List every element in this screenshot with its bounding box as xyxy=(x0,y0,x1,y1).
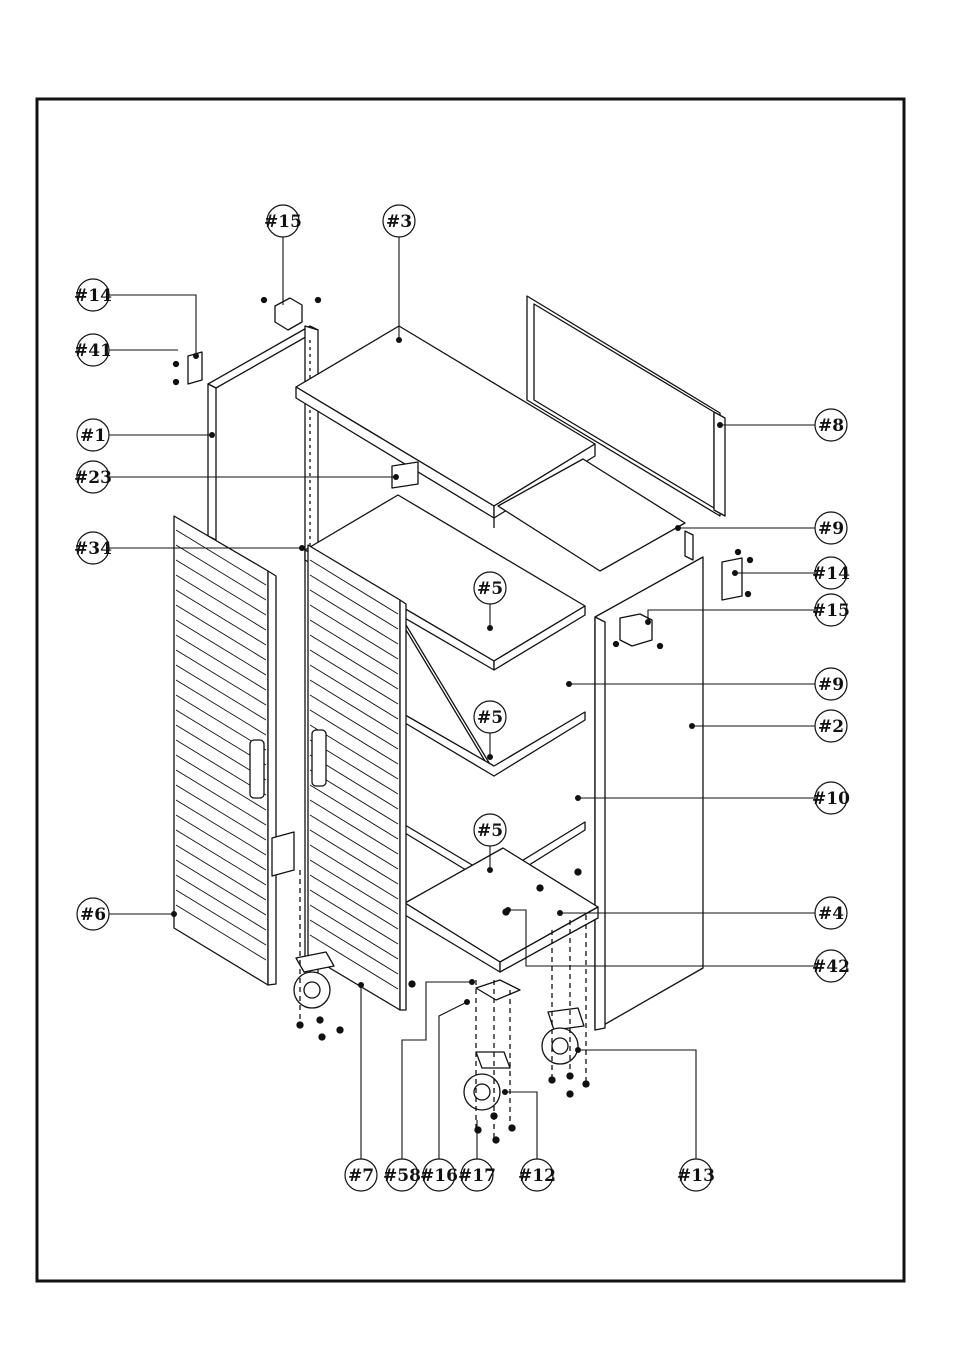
svg-text:#5: #5 xyxy=(477,821,503,841)
svg-text:#1: #1 xyxy=(80,426,106,446)
callout-5-top: #5 xyxy=(474,572,506,604)
svg-text:#9: #9 xyxy=(818,675,844,695)
callout-34: #34 xyxy=(74,532,112,564)
svg-text:#13: #13 xyxy=(677,1166,715,1186)
callout-2: #2 xyxy=(815,710,847,742)
svg-text:#12: #12 xyxy=(518,1166,556,1186)
right-side-panel xyxy=(595,531,703,1030)
svg-text:#9: #9 xyxy=(818,519,844,539)
svg-text:#10: #10 xyxy=(812,789,850,809)
callout-9-top: #9 xyxy=(815,512,847,544)
callout-23: #23 xyxy=(74,461,112,493)
svg-text:#2: #2 xyxy=(818,717,844,737)
svg-text:#15: #15 xyxy=(812,601,850,621)
svg-text:#34: #34 xyxy=(74,539,112,559)
callout-41: #41 xyxy=(74,334,112,366)
callout-15-right: #15 xyxy=(812,594,850,626)
svg-text:#42: #42 xyxy=(812,957,850,977)
callout-12: #12 xyxy=(518,1159,556,1191)
svg-text:#3: #3 xyxy=(386,212,412,232)
svg-text:#15: #15 xyxy=(264,212,302,232)
svg-text:#7: #7 xyxy=(348,1166,374,1186)
svg-text:#14: #14 xyxy=(812,564,850,584)
cabinet-parts xyxy=(174,296,753,1143)
svg-text:#8: #8 xyxy=(818,416,844,436)
callout-15-top: #15 xyxy=(264,205,302,237)
left-door xyxy=(174,516,276,985)
callout-1: #1 xyxy=(77,419,109,451)
callout-42: #42 xyxy=(812,950,850,982)
callout-58: #58 xyxy=(383,1159,421,1191)
callout-9-mid: #9 xyxy=(815,668,847,700)
bracket-16 xyxy=(476,980,520,1000)
svg-text:#23: #23 xyxy=(74,468,112,488)
callout-14-right: #14 xyxy=(812,557,850,589)
callout-14-left: #14 xyxy=(74,279,112,311)
right-door xyxy=(308,545,406,1010)
svg-text:#14: #14 xyxy=(74,286,112,306)
callout-16: #16 xyxy=(420,1159,458,1191)
callout-4: #4 xyxy=(815,897,847,929)
bracket-15-top xyxy=(275,298,302,330)
bracket-15-right xyxy=(620,614,652,646)
callout-7: #7 xyxy=(345,1159,377,1191)
left-door-handle xyxy=(250,740,264,798)
callout-3: #3 xyxy=(383,205,415,237)
bracket-14-right xyxy=(722,558,742,600)
svg-text:#6: #6 xyxy=(80,905,106,925)
svg-text:#16: #16 xyxy=(420,1166,458,1186)
callout-13: #13 xyxy=(677,1159,715,1191)
caster-13 xyxy=(542,1008,584,1064)
svg-text:#4: #4 xyxy=(818,904,844,924)
caster-12 xyxy=(464,1052,510,1110)
callout-5-bottom: #5 xyxy=(474,814,506,846)
right-door-handle xyxy=(312,730,326,786)
callout-17: #17 xyxy=(458,1159,496,1191)
svg-text:#58: #58 xyxy=(383,1166,421,1186)
svg-text:#17: #17 xyxy=(458,1166,496,1186)
svg-text:#41: #41 xyxy=(74,341,112,361)
callout-6: #6 xyxy=(77,898,109,930)
bracket-left-hinge xyxy=(272,832,294,876)
callout-10: #10 xyxy=(812,782,850,814)
svg-text:#5: #5 xyxy=(477,708,503,728)
callout-8: #8 xyxy=(815,409,847,441)
callout-5-mid: #5 xyxy=(474,701,506,733)
svg-text:#5: #5 xyxy=(477,579,503,599)
